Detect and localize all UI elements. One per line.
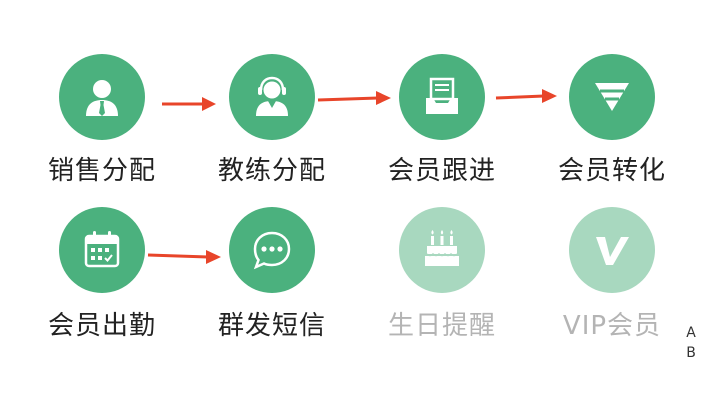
salesperson-icon[interactable]	[59, 54, 145, 140]
vip-v-icon[interactable]	[569, 207, 655, 293]
coach-icon[interactable]	[229, 54, 315, 140]
archive-tray-icon[interactable]	[399, 54, 485, 140]
calendar-icon[interactable]	[59, 207, 145, 293]
arrow-right-icon	[317, 91, 391, 105]
feature-label: 销售分配	[47, 156, 156, 186]
side-letter-index: A B	[683, 323, 699, 363]
feature-label: VIP会员	[562, 311, 662, 341]
feature-label: 会员跟进	[387, 156, 496, 186]
feature-label: 教练分配	[217, 156, 326, 186]
arrow-right-icon	[162, 97, 216, 111]
feature-label: 会员转化	[557, 156, 666, 186]
birthday-cake-icon[interactable]	[399, 207, 485, 293]
feature-label: 群发短信	[217, 311, 326, 341]
feature-label: 生日提醒	[387, 311, 496, 341]
funnel-icon[interactable]	[569, 54, 655, 140]
feature-label: 会员出勤	[47, 311, 156, 341]
arrow-right-icon	[495, 89, 557, 103]
chat-bubble-icon[interactable]	[229, 207, 315, 293]
side-letter[interactable]: A	[686, 325, 696, 341]
side-letter[interactable]: B	[686, 345, 696, 361]
arrow-right-icon	[147, 250, 221, 264]
